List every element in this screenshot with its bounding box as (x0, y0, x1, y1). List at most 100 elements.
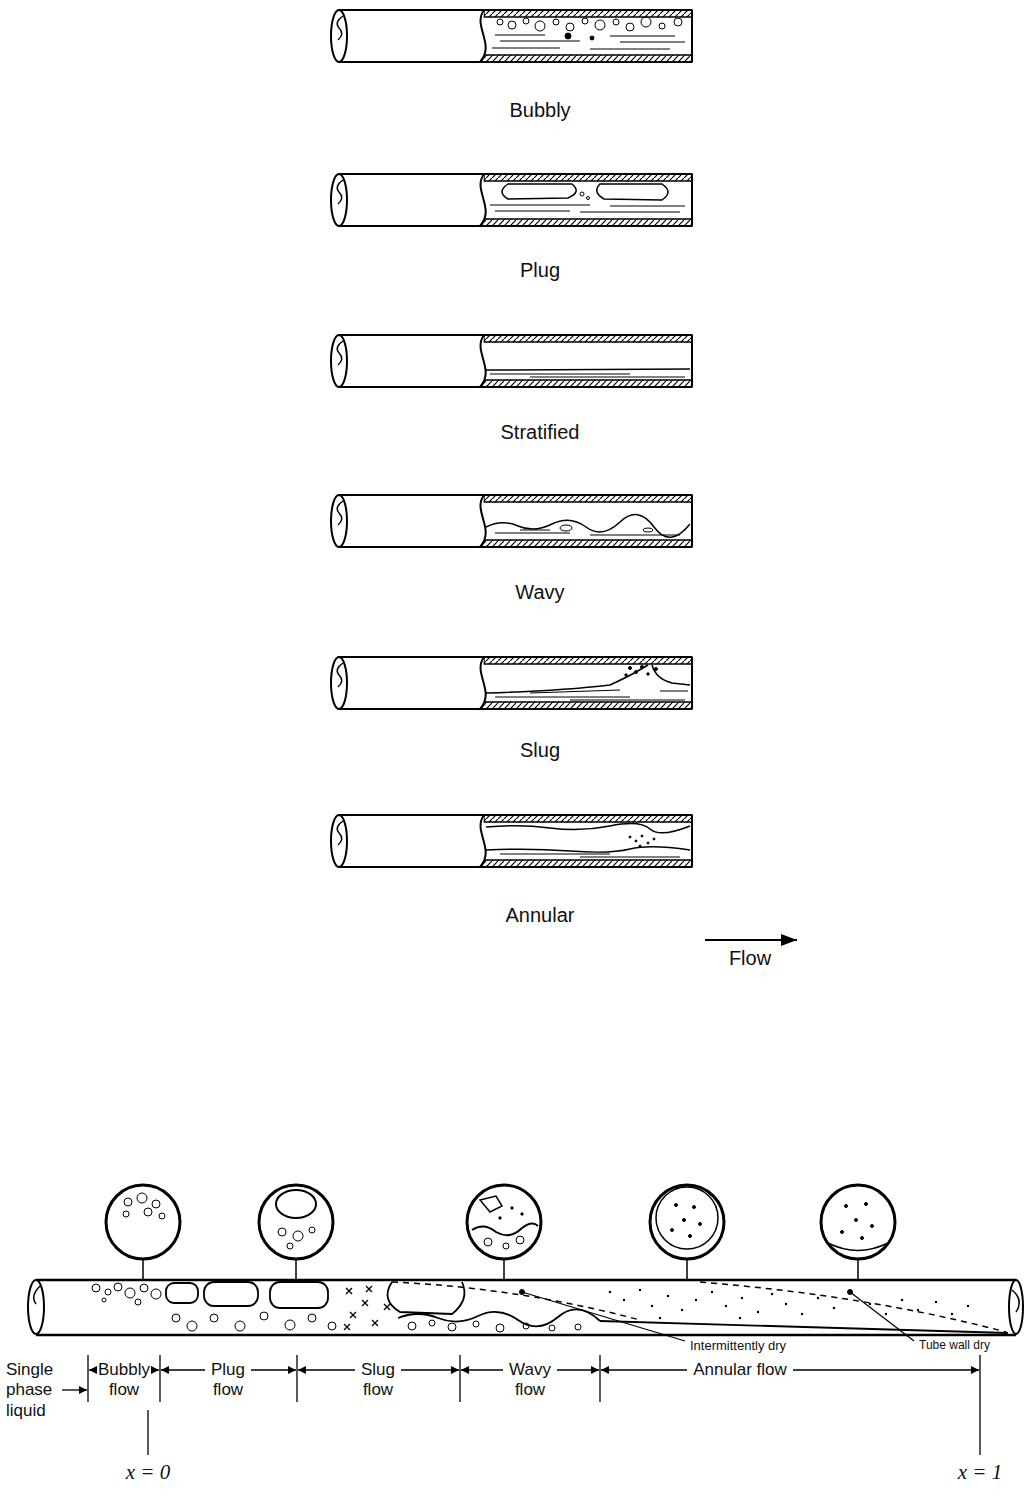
quality-label: x = 1 (950, 1460, 1010, 1485)
regime-name: Slug (440, 738, 640, 762)
evaporator-tube-part (496, 1324, 504, 1332)
cross-sections-part (152, 1200, 160, 1208)
bubbly-pipe-part (497, 19, 503, 25)
evaporator-tube-part (235, 1321, 245, 1331)
slug-pipe-part (655, 668, 658, 671)
cross-sections-part (467, 1185, 541, 1259)
droplet-dots-part (869, 1303, 871, 1305)
droplet-dots-part (725, 1305, 727, 1307)
leader-lines-part (850, 1292, 914, 1341)
region-dividers-part (251, 1369, 296, 1370)
evaporator-tube-part (92, 1284, 100, 1292)
bubbly-pipe-part (523, 18, 529, 24)
evaporator-tube-part (114, 1283, 122, 1291)
cross-sections-part (137, 1193, 147, 1203)
evaporator-tube-part (388, 1282, 465, 1314)
regime-name: Plug (440, 258, 640, 282)
region-label: Bubbly flow (94, 1360, 154, 1401)
bubbly-pipe-part (566, 23, 574, 31)
cross-sections-part (686, 1259, 688, 1280)
stratified-pipe-part (486, 369, 690, 370)
evaporator-tube-part (204, 1282, 258, 1306)
stratified-pipe-part (490, 374, 685, 377)
region-dividers (62, 1355, 980, 1455)
leader-lines (520, 1290, 915, 1342)
droplet-dots-part (771, 1293, 773, 1295)
region-dividers-part (159, 1355, 160, 1402)
wavy-pipe-part (560, 525, 572, 531)
bubbly-pipe-part (492, 35, 685, 49)
droplet-dots-part (967, 1305, 969, 1307)
slug-pipe-part (652, 665, 690, 685)
evaporator-tube-part (36, 1280, 1016, 1335)
plug-pipe-part (331, 174, 692, 226)
evaporator-tube-part (285, 1320, 295, 1330)
wavy-pipe-part (643, 528, 653, 532)
plug-pipe (331, 174, 692, 226)
region-dividers-part (601, 1369, 687, 1370)
cross-sections-part (480, 1196, 502, 1212)
wavy-pipe (331, 495, 692, 547)
droplet-dots-part (667, 1295, 669, 1297)
region-label: Single phase liquid (6, 1360, 76, 1421)
bubbly-pipe-part (626, 23, 634, 31)
droplet-dots-part (609, 1291, 611, 1293)
cross-sections-part (276, 1190, 316, 1218)
evaporator-tube-part (408, 1322, 416, 1330)
stratified-pipe-part (331, 335, 692, 387)
region-dividers-part (793, 1369, 979, 1370)
droplet-dots-part (681, 1309, 683, 1311)
droplet-dots-part (935, 1301, 937, 1303)
flow-direction-label: Flow (700, 946, 800, 970)
cross-sections-part (295, 1259, 297, 1280)
bubbly-pipe-part (674, 18, 682, 26)
droplet-dots-part (659, 1317, 661, 1319)
region-dividers-part (298, 1369, 355, 1370)
bubbly-pipe-part (613, 19, 619, 25)
cross-sections-part (503, 1243, 509, 1249)
evaporator-tube-part (34, 1286, 40, 1304)
region-dividers-part (152, 1369, 159, 1370)
cross-sections-part (503, 1259, 505, 1280)
region-dividers-part (296, 1355, 297, 1402)
cross-sections-part (516, 1236, 524, 1244)
cross-sections-part (144, 1208, 152, 1216)
bubbly-pipe-part (535, 21, 545, 31)
droplet-dots-part (901, 1299, 903, 1301)
cross-sections-part (259, 1185, 333, 1259)
regime-name: Stratified (440, 420, 640, 444)
cross-sections-part (472, 1223, 538, 1235)
annular-pipe-part (629, 836, 631, 838)
bubbly-pipe-part (641, 17, 651, 27)
bubbly-pipe-part (590, 36, 594, 40)
droplet-dots-part (741, 1297, 743, 1299)
droplet-dots-part (951, 1313, 953, 1315)
evaporator-tube-part (448, 1323, 456, 1331)
cross-sections-part (857, 1259, 859, 1280)
cross-sections-part (845, 1205, 848, 1208)
slug-pipe (331, 657, 692, 709)
droplet-dots-part (739, 1317, 741, 1319)
region-dividers-part (557, 1369, 599, 1370)
evaporator-tube-part (308, 1314, 316, 1322)
cross-sections-part (675, 1204, 678, 1207)
bubbly-pipe-part (659, 23, 665, 29)
region-label: Wavy flow (502, 1360, 558, 1401)
droplet-dots-part (711, 1291, 713, 1293)
cross-sections-part (159, 1213, 165, 1219)
evaporator-tube-part (210, 1314, 218, 1322)
cross-sections-part (855, 1219, 858, 1222)
cross-sections-part (671, 1229, 674, 1232)
annular-pipe (331, 815, 692, 867)
annular-pipe-part (641, 835, 643, 837)
cross-sections-part (278, 1228, 286, 1236)
cross-sections-part (511, 1207, 513, 1209)
region-dividers-part (89, 1369, 96, 1370)
evaporator-tube-part (187, 1321, 197, 1331)
flow-arrow (705, 939, 797, 941)
slug-pipe-part (635, 671, 638, 674)
region-dividers-part (147, 1410, 148, 1455)
evaporator-tube-part (549, 1325, 555, 1331)
wavy-pipe-part (331, 495, 692, 547)
bubbly-pipe-part (595, 20, 605, 30)
